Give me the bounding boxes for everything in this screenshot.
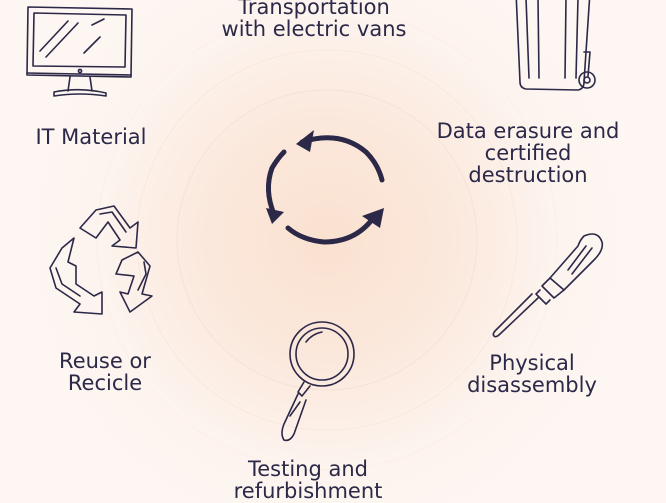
step-testing-line-1: Testing and xyxy=(247,457,368,481)
cycle-arrows-icon xyxy=(258,124,394,254)
step-it-material-line-1: IT Material xyxy=(35,125,147,149)
step-reuse-line-1: Reuse or xyxy=(59,349,151,373)
trash-bin-icon xyxy=(510,0,600,102)
step-data-erasure-line-3: destruction xyxy=(468,163,588,187)
magnifying-glass-icon xyxy=(266,312,366,452)
step-testing-line-2: refurbishment xyxy=(233,479,383,503)
step-reuse-label: Reuse or Recicle xyxy=(36,350,174,394)
step-transportation-line-1: Transportation xyxy=(238,0,390,19)
screwdriver-icon xyxy=(488,226,608,346)
step-it-material-label: IT Material xyxy=(22,126,160,148)
step-testing-label: Testing and refurbishment xyxy=(212,458,404,502)
recycle-icon xyxy=(46,204,166,322)
step-data-erasure-line-1: Data erasure and xyxy=(436,119,620,143)
step-data-erasure-label: Data erasure and certified destruction xyxy=(428,120,628,186)
computer-monitor-icon xyxy=(22,5,142,105)
step-transportation-label: Transportation with electric vans xyxy=(198,0,430,40)
step-physical-line-2: disassembly xyxy=(467,373,597,397)
step-transportation-line-2: with electric vans xyxy=(221,17,407,41)
step-physical-label: Physical disassembly xyxy=(442,352,622,396)
step-data-erasure-line-2: certified xyxy=(484,141,572,165)
step-physical-line-1: Physical xyxy=(489,351,575,375)
step-reuse-line-2: Recicle xyxy=(67,371,143,395)
